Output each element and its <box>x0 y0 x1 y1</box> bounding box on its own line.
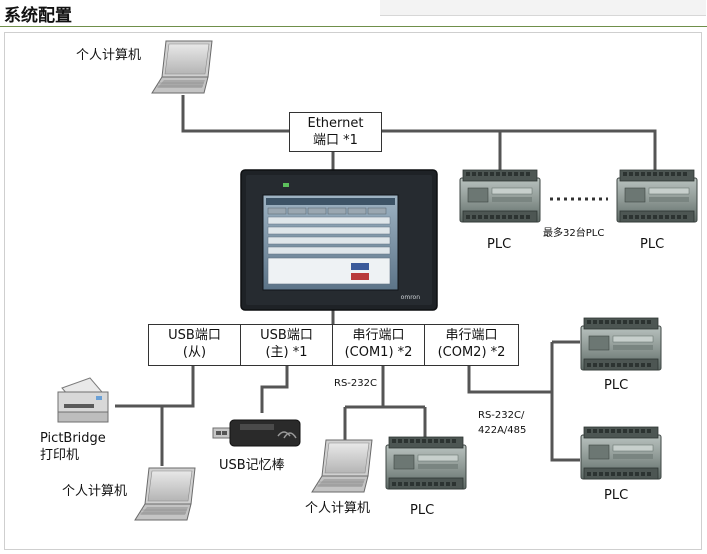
ethernet-port-box: Ethernet 端口 *1 <box>289 112 382 152</box>
plc-right-top-icon <box>580 317 662 371</box>
plc-right-bottom-icon <box>580 426 662 480</box>
printer-icon <box>57 377 109 423</box>
pc-bottom-left-label: 个人计算机 <box>62 484 128 499</box>
rs232c-422a-485-line2: 422A/485 <box>478 425 527 436</box>
diagram-frame <box>4 32 702 550</box>
header: 系统配置 <box>0 0 707 30</box>
port-com2: 串行端口 (COM2) *2 <box>424 324 519 366</box>
printer-label: PictBridge 打印机 <box>40 430 106 464</box>
plc-b-label: PLC <box>640 237 665 252</box>
ethernet-port-label: 端口 *1 <box>313 133 358 148</box>
header-underline <box>0 26 707 27</box>
port-com1-line2: (COM1) *2 <box>344 345 413 360</box>
plc-a-label: PLC <box>487 237 512 252</box>
pc-top-label: 个人计算机 <box>76 48 142 63</box>
port-usb-slave-line1: USB端口 <box>168 328 221 343</box>
pc-top-icon <box>151 40 213 94</box>
port-usb-host-line2: (主) *1 <box>265 345 308 360</box>
header-band <box>380 0 706 16</box>
plc-rs232-icon <box>385 436 467 490</box>
ethernet-label: Ethernet <box>307 116 364 131</box>
rs232c-422a-485-line1: RS-232C/ <box>478 410 525 421</box>
usb-memory-label: USB记忆棒 <box>219 458 285 473</box>
port-usb-host: USB端口 (主) *1 <box>240 324 333 366</box>
pc-bottom-left-icon <box>134 467 196 521</box>
line-ethernet-plc-bus <box>382 129 657 170</box>
pc-rs232-icon <box>311 439 373 493</box>
usb-memory-icon <box>212 419 301 447</box>
line-com2 <box>467 366 552 394</box>
port-com1-line1: 串行端口 <box>352 328 405 343</box>
line-pc-ethernet <box>181 95 289 133</box>
printer-label-line1: PictBridge <box>40 431 106 446</box>
plc-rs232-label: PLC <box>410 503 435 518</box>
rs232c-422a-485-label: RS-232C/ 422A/485 <box>478 408 526 438</box>
port-usb-slave: USB端口 (从) <box>148 324 241 366</box>
line-usb-printer <box>115 366 195 408</box>
plc-right-top-label: PLC <box>604 378 629 393</box>
line-com2-bus <box>550 342 580 462</box>
rs232c-label: RS-232C <box>334 378 377 389</box>
port-usb-host-line1: USB端口 <box>260 328 313 343</box>
max-plc-label: 最多32台PLC <box>543 228 605 239</box>
port-usb-slave-line2: (从) <box>182 345 207 360</box>
line-usb-memory <box>260 366 289 413</box>
port-com2-line2: (COM2) *2 <box>437 345 506 360</box>
hmi-terminal-icon: omron <box>240 169 438 311</box>
plc-b-icon <box>616 169 698 223</box>
plc-right-bottom-label: PLC <box>604 488 629 503</box>
port-com2-line1: 串行端口 <box>445 328 498 343</box>
connection-lines <box>115 95 657 466</box>
plc-a-icon <box>459 169 541 223</box>
pc-rs232-label: 个人计算机 <box>305 501 371 516</box>
hmi-brand: omron <box>401 294 421 301</box>
printer-label-line2: 打印机 <box>40 448 80 463</box>
port-com1: 串行端口 (COM1) *2 <box>332 324 425 366</box>
page-title: 系统配置 <box>4 6 72 26</box>
